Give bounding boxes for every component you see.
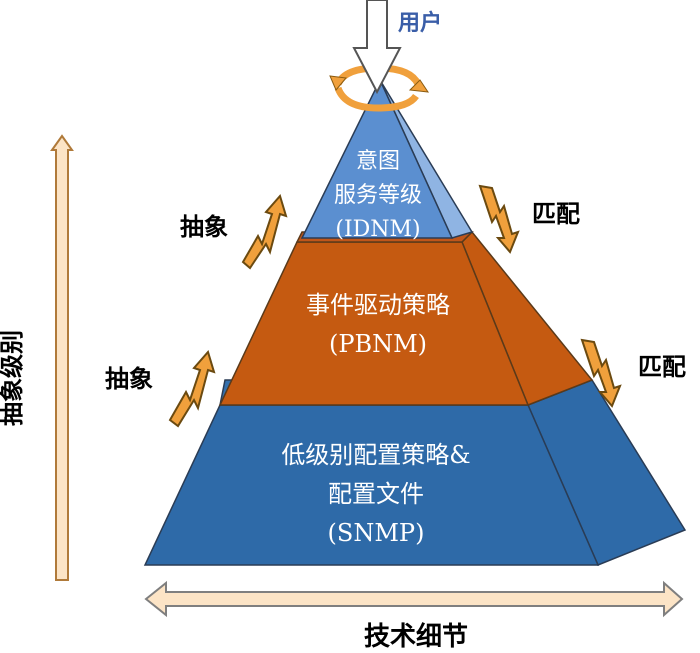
bottom-tier-line1: 低级别配置策略& bbox=[281, 441, 470, 469]
match-arrow-upper bbox=[478, 184, 520, 254]
bottom-tier-line3: (SNMP) bbox=[328, 519, 425, 547]
top-tier-line3: (IDNM) bbox=[335, 217, 420, 242]
match-arrow-lower bbox=[580, 338, 622, 408]
bottom-tier-line2: 配置文件 bbox=[328, 480, 424, 508]
abstract-arrow-lower bbox=[168, 349, 216, 428]
match-label-upper: 匹配 bbox=[532, 200, 580, 228]
vertical-axis-arrow bbox=[50, 134, 74, 581]
top-tier-front bbox=[300, 78, 454, 239]
rotation-icon bbox=[329, 64, 430, 112]
top-tier-line2: 服务等级 bbox=[334, 183, 422, 208]
top-tier-line1: 意图 bbox=[356, 149, 400, 174]
abstract-label-lower: 抽象 bbox=[105, 365, 153, 393]
middle-tier-line2: (PBNM) bbox=[329, 330, 427, 358]
horizontal-axis-label: 技术细节 bbox=[364, 621, 468, 652]
middle-tier-line1: 事件驱动策略 bbox=[306, 291, 450, 319]
user-input-arrow bbox=[352, 0, 402, 95]
abstract-label-upper: 抽象 bbox=[180, 213, 228, 241]
match-label-lower: 匹配 bbox=[638, 353, 686, 381]
abstract-arrow-upper bbox=[241, 193, 288, 270]
horizontal-axis-arrow bbox=[144, 580, 684, 618]
user-label: 用户 bbox=[398, 10, 442, 36]
vertical-axis-label: 抽象级别 bbox=[0, 330, 26, 426]
